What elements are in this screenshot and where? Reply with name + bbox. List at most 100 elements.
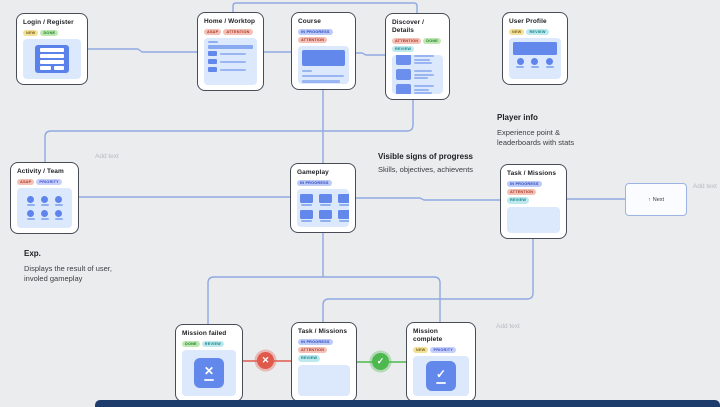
status-badge: IN PROGRESS bbox=[298, 338, 333, 345]
success-check-icon: ✓ bbox=[376, 356, 385, 366]
check-glyph: ✓ bbox=[435, 366, 447, 381]
badge-row: NEW DONE bbox=[23, 29, 81, 36]
status-badge: REVIEW bbox=[201, 340, 224, 347]
node-gameplay[interactable]: Gameplay IN PROGRESS bbox=[290, 163, 356, 233]
screen-preview: ✕ bbox=[182, 349, 236, 396]
annotation-body: Skills, objectives, achievents bbox=[378, 165, 474, 174]
badge-row: IN PROGRESS ATTENTION REVIEW bbox=[298, 338, 350, 362]
node-title: Activity / Team bbox=[17, 168, 64, 175]
level-tile bbox=[300, 193, 313, 206]
media-row bbox=[396, 69, 439, 81]
success-connector-dot[interactable]: ✓ bbox=[372, 353, 389, 370]
fail-x-icon: ✕ bbox=[261, 355, 270, 365]
text-line bbox=[302, 69, 312, 72]
wire-gameplay-task bbox=[356, 197, 500, 201]
status-badge: DONE bbox=[423, 37, 442, 44]
x-icon: ✕ bbox=[194, 357, 224, 388]
annotation-title: Player info bbox=[497, 113, 538, 122]
status-badge: IN PROGRESS bbox=[298, 28, 333, 35]
status-badge: NEW bbox=[23, 29, 39, 36]
fail-connector-dot[interactable]: ✕ bbox=[257, 352, 274, 369]
status-badge: DONE bbox=[182, 340, 200, 347]
level-tile bbox=[300, 209, 313, 222]
badge-row: IN PROGRESS ATTENTION bbox=[298, 28, 349, 44]
wire-task-taskbottom bbox=[322, 239, 534, 322]
annotation-title: Visible signs of progress bbox=[378, 152, 473, 161]
team-grid bbox=[24, 193, 66, 223]
badge-row: NEW REVIEW bbox=[509, 28, 561, 35]
avatar-icon bbox=[54, 209, 63, 220]
bottom-frame-edge bbox=[95, 400, 720, 407]
status-badge: ATTENTION bbox=[298, 346, 328, 354]
screen-preview bbox=[23, 38, 81, 79]
status-badge: ATTENTION bbox=[298, 36, 328, 44]
node-title: Mission complete bbox=[413, 328, 443, 343]
level-tile bbox=[338, 193, 349, 206]
node-title: Task / Missions bbox=[507, 170, 557, 177]
node-task-missions[interactable]: Task / Missions IN PROGRESS ATTENTION RE… bbox=[500, 164, 567, 239]
text-line bbox=[302, 74, 344, 78]
avatar-icon bbox=[40, 195, 49, 206]
avatar-icon bbox=[40, 209, 49, 220]
screen-preview bbox=[298, 46, 349, 84]
node-title: User Profile bbox=[509, 18, 547, 25]
node-home-worktop[interactable]: Home / Worktop ASAP ATTENTION bbox=[197, 12, 264, 91]
add-text-placeholder[interactable]: Add text bbox=[496, 323, 520, 330]
status-badge: REVIEW bbox=[298, 355, 321, 362]
badge-row: ASAP ATTENTION bbox=[204, 28, 257, 35]
check-icon: ✓ bbox=[426, 360, 456, 391]
node-activity-team[interactable]: Activity / Team ASAP PRIORITY bbox=[10, 162, 79, 234]
screen-preview bbox=[17, 187, 72, 228]
list-row bbox=[208, 51, 253, 57]
node-login-register[interactable]: Login / Register NEW DONE bbox=[16, 13, 88, 85]
list-header bbox=[208, 44, 253, 49]
next-label: Next bbox=[652, 196, 665, 203]
node-course[interactable]: Course IN PROGRESS ATTENTION bbox=[291, 12, 356, 90]
annotation-body: Experience point & leaderboards with sta… bbox=[497, 128, 575, 147]
x-glyph: ✕ bbox=[203, 363, 215, 378]
node-user-profile[interactable]: User Profile NEW REVIEW bbox=[502, 12, 568, 85]
node-title: Discover / Details bbox=[392, 19, 425, 34]
badge-row: IN PROGRESS bbox=[297, 179, 349, 186]
node-discover-details[interactable]: Discover / Details ATTENTION DONE REVIEW bbox=[385, 13, 450, 100]
status-badge: DONE bbox=[40, 29, 59, 36]
status-badge: REVIEW bbox=[507, 197, 530, 204]
annotation-exp: Exp. Displays the result of user, invole… bbox=[24, 249, 124, 283]
status-badge: NEW bbox=[509, 28, 525, 35]
badge-row: ATTENTION DONE REVIEW bbox=[392, 37, 443, 53]
badge-row: DONE REVIEW bbox=[182, 340, 236, 347]
add-text-placeholder[interactable]: Add text bbox=[693, 183, 717, 190]
screen-preview bbox=[297, 188, 349, 227]
stats-row bbox=[509, 57, 561, 68]
status-badge: ATTENTION bbox=[392, 37, 422, 44]
next-node[interactable]: ↑ Next bbox=[625, 183, 687, 216]
status-badge: IN PROGRESS bbox=[297, 179, 332, 186]
node-mission-failed[interactable]: Mission failed DONE REVIEW ✕ bbox=[175, 324, 243, 402]
status-badge: NEW bbox=[413, 346, 429, 353]
hero-block bbox=[302, 50, 345, 67]
node-title: Task / Missions bbox=[298, 328, 348, 335]
annotation-body: Displays the result of user, involed gam… bbox=[24, 264, 112, 283]
avatar-icon bbox=[26, 209, 35, 220]
annotation-progress: Visible signs of progress Skills, object… bbox=[378, 152, 478, 175]
badge-row: ASAP PRIORITY bbox=[17, 178, 72, 185]
node-title: Gameplay bbox=[297, 169, 329, 176]
node-mission-complete[interactable]: Mission complete NEW PRIORITY ✓ bbox=[406, 322, 476, 402]
status-badge: ASAP bbox=[204, 28, 222, 35]
avatar-icon bbox=[26, 195, 35, 206]
profile-banner bbox=[513, 41, 557, 55]
wire-login-home bbox=[88, 48, 197, 53]
badge-row: IN PROGRESS ATTENTION REVIEW bbox=[507, 180, 560, 204]
node-task-missions-bottom[interactable]: Task / Missions IN PROGRESS ATTENTION RE… bbox=[291, 322, 357, 402]
wire-course-discover bbox=[356, 52, 385, 56]
avatar-icon bbox=[54, 195, 63, 206]
screen-preview bbox=[298, 364, 350, 396]
avatar-icon bbox=[530, 57, 539, 68]
add-text-placeholder[interactable]: Add text bbox=[95, 153, 119, 160]
avatar-icon bbox=[545, 57, 554, 68]
annotation-title: Exp. bbox=[24, 249, 41, 258]
status-badge: ATTENTION bbox=[223, 28, 253, 35]
status-badge: IN PROGRESS bbox=[507, 180, 542, 187]
wire-split-failed-complete bbox=[207, 276, 441, 324]
